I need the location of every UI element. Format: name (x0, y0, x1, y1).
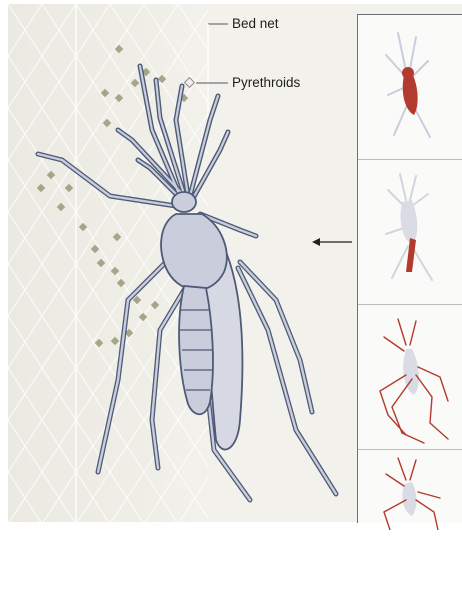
mosquito-mini-legs-red (358, 305, 462, 449)
mosquito-body (161, 192, 242, 450)
panel-head-highlight (358, 15, 462, 160)
pointer-arrow (312, 238, 352, 246)
panel-legs-highlight-partial (358, 450, 462, 594)
mosquito-mini-legs-partial (358, 450, 462, 530)
panel-legs-highlight (358, 305, 462, 450)
panel-abdomen-highlight (358, 160, 462, 305)
pyrethroids-label: Pyrethroids (232, 76, 300, 90)
comparison-panels (357, 14, 462, 523)
mosquito-mini-head-red (358, 15, 462, 159)
pyrethroid-callout-marker (185, 78, 195, 88)
mosquito-mini-abdomen-red (358, 160, 462, 304)
mosquito-head (172, 192, 196, 212)
bed-net-label: Bed net (232, 17, 279, 31)
mosquito-thorax (161, 214, 227, 290)
